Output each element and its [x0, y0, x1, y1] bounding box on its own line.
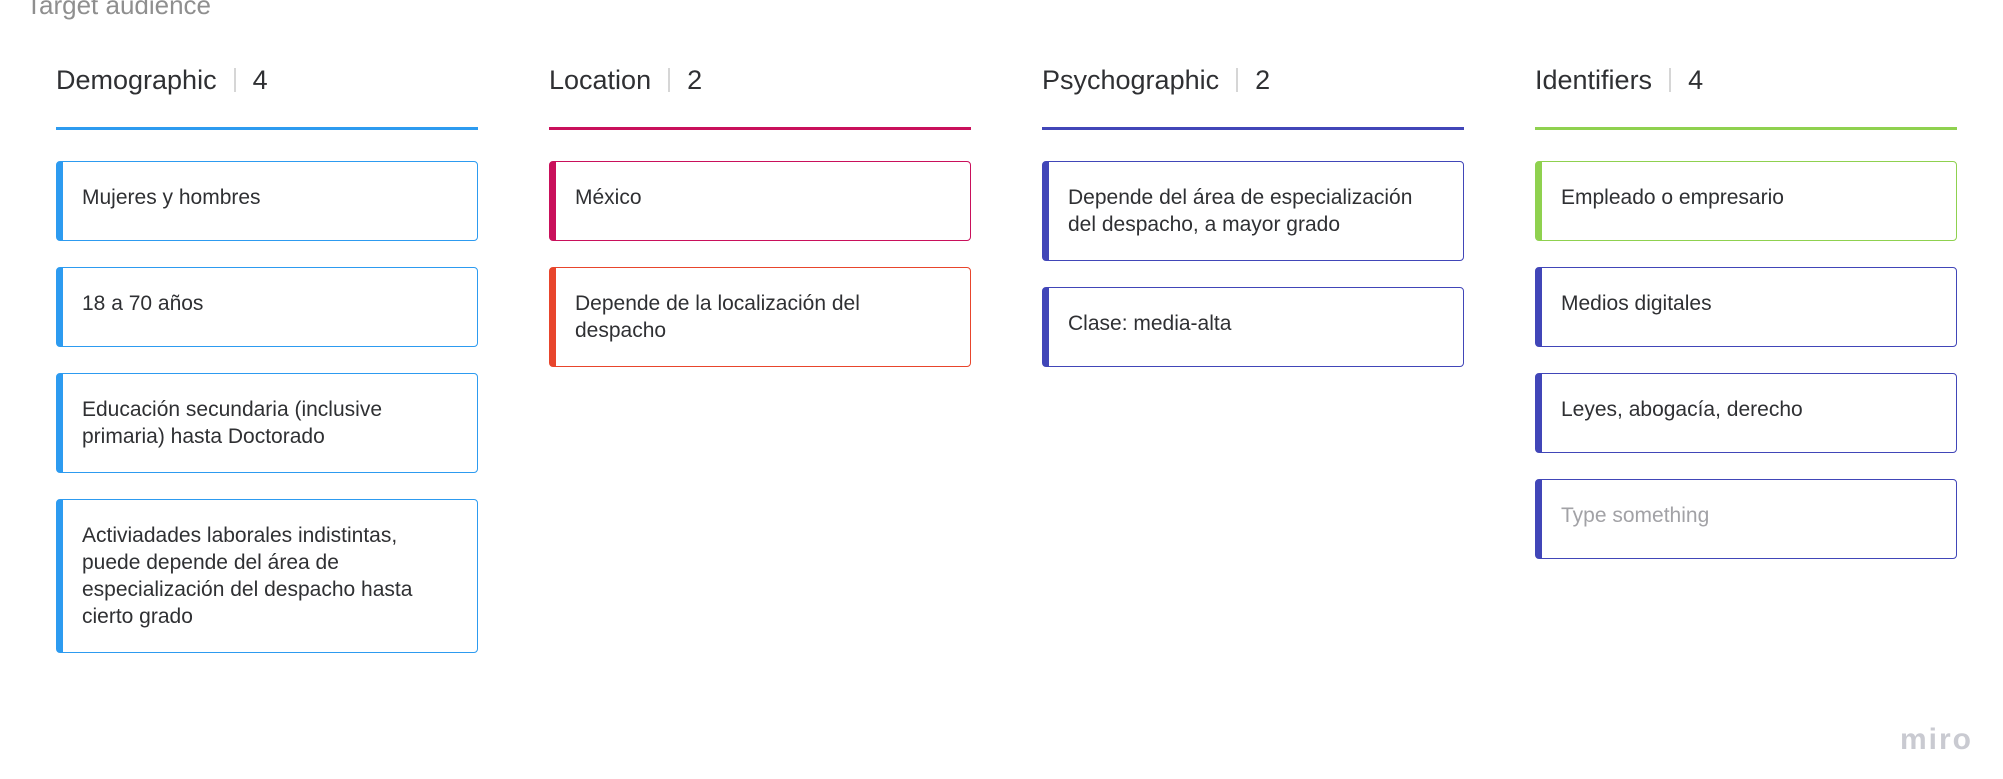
sticky-card[interactable]: Educación secundaria (inclusive primaria…	[56, 373, 478, 473]
sticky-card[interactable]: Activiadades laborales indistintas, pued…	[56, 499, 478, 653]
card-text: Mujeres y hombres	[82, 186, 261, 209]
card-text: Clase: media-alta	[1068, 312, 1232, 335]
sticky-card[interactable]: Mujeres y hombres	[56, 161, 478, 241]
card-text: Depende del área de especialización del …	[1068, 186, 1413, 236]
sticky-card[interactable]: Empleado o empresario	[1535, 161, 1957, 241]
new-card-input[interactable]: Type something	[1535, 479, 1957, 559]
card-text: México	[575, 186, 642, 209]
columns-container: Demographic 4 Mujeres y hombres 18 a 70 …	[56, 60, 1957, 679]
column-header: Identifiers 4	[1535, 60, 1957, 100]
column-rule	[1042, 127, 1464, 130]
column-rule	[1535, 127, 1957, 130]
column-rule	[549, 127, 971, 130]
column-identifiers: Identifiers 4 Empleado o empresario Medi…	[1535, 60, 1957, 679]
column-location: Location 2 México Depende de la localiza…	[549, 60, 971, 679]
column-title[interactable]: Location	[549, 64, 652, 95]
card-text: 18 a 70 años	[82, 292, 204, 315]
sticky-card[interactable]: Leyes, abogacía, derecho	[1535, 373, 1957, 453]
header-divider	[668, 68, 671, 92]
column-title[interactable]: Identifiers	[1535, 64, 1653, 95]
card-text: Empleado o empresario	[1561, 186, 1784, 209]
column-count: 4	[252, 64, 268, 95]
card-placeholder-text: Type something	[1561, 504, 1710, 527]
header-divider	[233, 68, 236, 92]
card-text: Medios digitales	[1561, 292, 1712, 315]
column-count: 2	[687, 64, 703, 95]
column-header: Psychographic 2	[1042, 60, 1464, 100]
card-text: Educación secundaria (inclusive primaria…	[82, 398, 382, 448]
sticky-card[interactable]: Medios digitales	[1535, 267, 1957, 347]
column-count: 4	[1688, 64, 1704, 95]
sticky-card[interactable]: México	[549, 161, 971, 241]
card-text: Leyes, abogacía, derecho	[1561, 398, 1803, 421]
column-header: Location 2	[549, 60, 971, 100]
column-title[interactable]: Psychographic	[1042, 64, 1220, 95]
miro-logo: miro	[1899, 723, 1973, 756]
column-psychographic: Psychographic 2 Depende del área de espe…	[1042, 60, 1464, 679]
column-rule	[56, 127, 478, 130]
column-header: Demographic 4	[56, 60, 478, 100]
sticky-card[interactable]: Depende del área de especialización del …	[1042, 161, 1464, 261]
sticky-card[interactable]: Clase: media-alta	[1042, 287, 1464, 367]
sticky-card[interactable]: Depende de la localización del despacho	[549, 267, 971, 367]
card-text: Depende de la localización del despacho	[575, 292, 860, 342]
column-count: 2	[1255, 64, 1271, 95]
column-demographic: Demographic 4 Mujeres y hombres 18 a 70 …	[56, 60, 478, 679]
card-text: Activiadades laborales indistintas, pued…	[82, 524, 413, 628]
sticky-card[interactable]: 18 a 70 años	[56, 267, 478, 347]
board-title: Target audience	[26, 0, 212, 20]
column-title[interactable]: Demographic	[56, 64, 217, 95]
header-divider	[1236, 68, 1239, 92]
header-divider	[1669, 68, 1672, 92]
